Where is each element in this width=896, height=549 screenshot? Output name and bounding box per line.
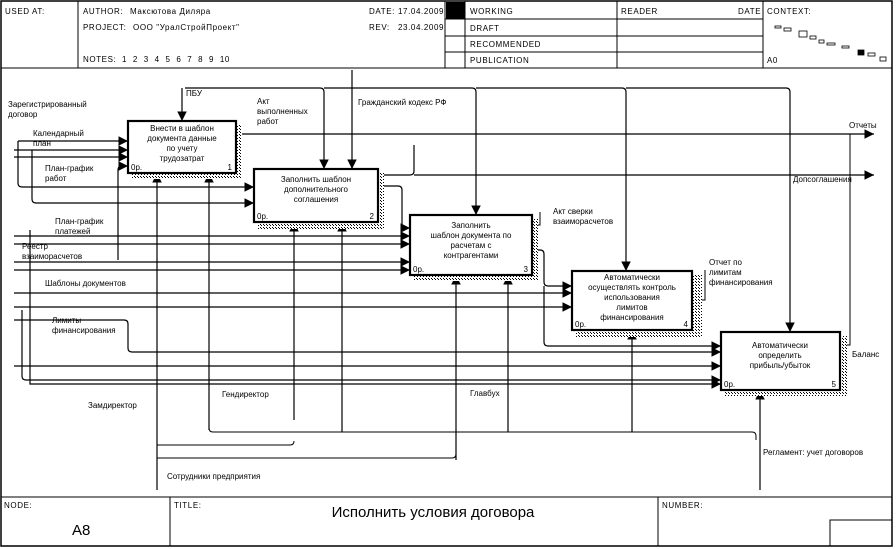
box-5-line-3: прибыль/убыток — [750, 361, 811, 370]
label-reconciliation-1: Акт сверки — [553, 207, 593, 216]
box-4-number: 4 — [684, 320, 689, 329]
label-reconciliation-2: взаиморасчетов — [553, 217, 613, 226]
box-4-line-5: финансирования — [600, 313, 664, 322]
used-at-label: USED AT: — [5, 7, 45, 16]
notes-value: 1 2 3 4 5 6 7 8 9 10 — [122, 55, 230, 64]
box-3-line-1: Заполнить — [451, 221, 490, 230]
arrow-labels: Зарегистрированный договор Календарный п… — [8, 89, 879, 481]
date-label: DATE: — [369, 7, 395, 16]
box-1-line-3: по учету — [166, 144, 197, 153]
box-4-line-3: использования — [604, 293, 660, 302]
node-label: NODE: — [4, 501, 32, 510]
box-4-cost: 0р. — [575, 320, 586, 329]
box-2-line-2: дополнительного — [284, 185, 348, 194]
box-1-number: 1 — [228, 163, 233, 172]
box-2-line-3: соглашения — [294, 195, 338, 204]
label-work-schedule-1: План-график — [45, 164, 94, 173]
reader-label: READER — [621, 7, 658, 16]
label-chief-accountant: Главбух — [470, 389, 500, 398]
box-3-line-2: шаблон документа по — [431, 231, 513, 240]
number-label: NUMBER: — [662, 501, 703, 510]
diagram-title: Исполнить условия договора — [332, 504, 535, 521]
function-box-1[interactable]: Внести в шаблон документа данные по учет… — [126, 119, 242, 179]
label-templates: Шаблоны документов — [45, 279, 126, 288]
box-3-cost: 0р. — [413, 265, 424, 274]
box-2-number: 2 — [370, 212, 375, 221]
label-supplements: Допсоглашения — [793, 175, 852, 184]
label-regulation: Регламент: учет договоров — [763, 448, 863, 457]
author-label: AUTHOR: — [83, 7, 123, 16]
rev-label: REV: — [369, 23, 390, 32]
function-box-2[interactable]: Заполнить шаблон дополнительного соглаше… — [252, 167, 384, 229]
label-registry-1: Реестр — [22, 242, 49, 251]
box-3-line-4: контрагентами — [444, 251, 499, 260]
context-map-icon — [774, 25, 887, 62]
box-4-line-1: Автоматически — [604, 273, 660, 282]
label-registry-2: взаиморасчетов — [22, 252, 82, 261]
label-limits-1: Лимиты — [52, 316, 81, 325]
box-1-cost: 0р. — [131, 163, 142, 172]
title-label: TITLE: — [174, 501, 202, 510]
context-node: A0 — [767, 56, 778, 65]
box-5-cost: 0р. — [724, 380, 735, 389]
label-balance: Баланс — [852, 350, 879, 359]
label-contract-2: договор — [8, 110, 38, 119]
label-payment-schedule-1: План-график — [55, 217, 104, 226]
date-value: 17.04.2009 — [398, 7, 444, 16]
context-label: CONTEXT: — [767, 7, 811, 16]
label-limits-report-1: Отчет по — [709, 258, 742, 267]
header-block: USED AT: AUTHOR: Максютова Диляра PROJEC… — [1, 1, 892, 69]
author-value: Максютова Диляра — [130, 7, 211, 16]
label-calendar-1: Календарный — [33, 129, 84, 138]
box-5-line-1: Автоматически — [752, 341, 808, 350]
status-draft: DRAFT — [470, 24, 500, 33]
status-working: WORKING — [470, 7, 513, 16]
label-civil-code: Гражданский кодекс РФ — [358, 98, 446, 107]
function-box-3[interactable]: Заполнить шаблон документа по расчетам с… — [408, 213, 538, 281]
status-publication: PUBLICATION — [470, 56, 529, 65]
label-limits-report-2: лимитам — [709, 268, 742, 277]
label-ceo: Гендиректор — [222, 390, 269, 399]
rev-value: 23.04.2009 — [398, 23, 444, 32]
box-2-line-1: Заполнить шаблон — [281, 175, 351, 184]
label-calendar-2: план — [33, 139, 51, 148]
box-1-line-2: документа данные — [147, 134, 217, 143]
function-box-5[interactable]: Автоматически определить прибыль/убыток … — [719, 330, 847, 396]
box-3-number: 3 — [524, 265, 529, 274]
box-1-line-1: Внести в шаблон — [150, 124, 214, 133]
box-4-line-2: осуществлять контроль — [588, 283, 676, 292]
box-5-line-2: определить — [758, 351, 801, 360]
reader-date-label: DATE — [738, 7, 761, 16]
box-4-line-4: лимитов — [616, 303, 647, 312]
label-reports: Отчеты — [849, 121, 877, 130]
label-payment-schedule-2: платежей — [55, 227, 90, 236]
label-deputy: Замдиректор — [88, 401, 137, 410]
node-value: A8 — [72, 522, 90, 539]
label-act-done-3: работ — [257, 117, 279, 126]
label-staff: Сотрудники предприятия — [167, 472, 260, 481]
label-limits-report-3: финансирования — [709, 278, 773, 287]
box-2-cost: 0р. — [257, 212, 268, 221]
project-label: PROJECT: — [83, 23, 126, 32]
label-work-schedule-2: работ — [45, 174, 67, 183]
project-value: ООО "УралСтройПроект" — [133, 23, 240, 32]
box-1-line-4: трудозатрат — [160, 154, 205, 163]
arrow-lines — [14, 70, 874, 490]
notes-label: NOTES: — [83, 55, 116, 64]
label-contract-1: Зарегистрированный — [8, 100, 87, 109]
function-box-4[interactable]: Автоматически осуществлять контроль испо… — [570, 269, 702, 337]
working-status-marker — [446, 2, 465, 19]
footer-block: NODE: A8 TITLE: Исполнить условия догово… — [1, 496, 893, 547]
label-limits-2: финансирования — [52, 326, 116, 335]
status-recommended: RECOMMENDED — [470, 40, 541, 49]
box-5-number: 5 — [832, 380, 837, 389]
label-act-done-1: Акт — [257, 97, 270, 106]
box-3-line-3: расчетам с — [451, 241, 492, 250]
label-pbu: ПБУ — [186, 89, 203, 98]
label-act-done-2: выполненных — [257, 107, 308, 116]
